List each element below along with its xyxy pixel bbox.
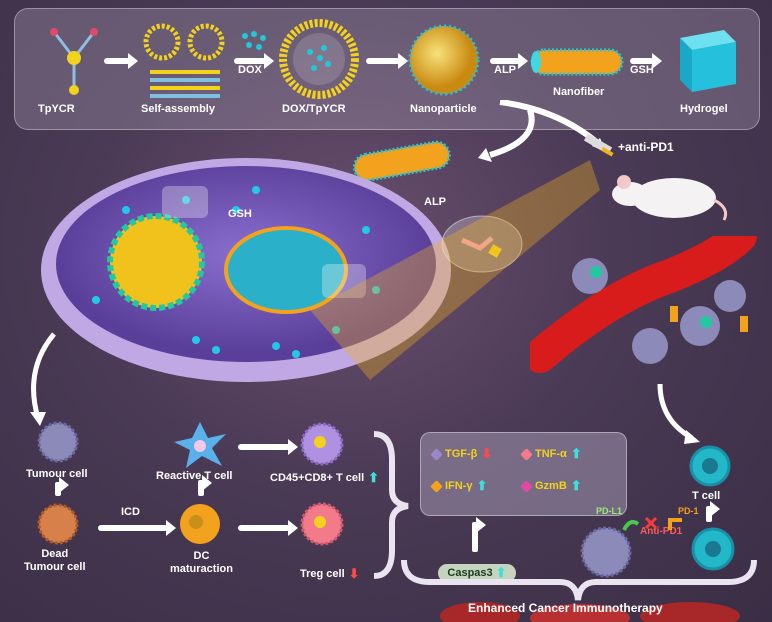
cd8-label: CD45+CD8+ T cell bbox=[270, 472, 365, 484]
gsh-arrow-label: GSH bbox=[630, 64, 654, 76]
gsh-cell-label: GSH bbox=[228, 208, 252, 220]
tumour-cell-label: Tumour cell bbox=[26, 468, 88, 480]
tnf-a-item: TNF-α ⬆ bbox=[520, 446, 582, 462]
arrow-to-cd8 bbox=[238, 439, 298, 455]
cd8-up-arrow-icon: ⬆ bbox=[368, 470, 380, 485]
ifn-g-label: IFN-γ bbox=[445, 480, 473, 492]
ifn-g-up-icon: ⬆ bbox=[476, 478, 488, 493]
pd-l1-label: PD-L1 bbox=[596, 506, 623, 516]
treg-label: Treg cell bbox=[300, 568, 345, 580]
alp-enzyme-bubble bbox=[441, 215, 523, 273]
synthesis-panel bbox=[14, 8, 760, 130]
reactive-t-cell-label: Reactive T cell bbox=[156, 470, 233, 482]
cytokine-panel bbox=[420, 432, 627, 516]
arrow-down-small bbox=[55, 477, 69, 496]
icd-label: ICD bbox=[121, 506, 140, 518]
arrow-to-caspase bbox=[472, 517, 486, 552]
arrow-2 bbox=[234, 53, 274, 69]
alp-cell-label: ALP bbox=[424, 196, 446, 208]
caspase-box: Caspas3 ⬆ bbox=[438, 564, 516, 582]
nanofiber-label: Nanofiber bbox=[553, 86, 605, 98]
syringe-icon bbox=[583, 133, 614, 157]
dox-tpycr-vesicle bbox=[279, 19, 359, 99]
cd8-t-cell-icon bbox=[300, 422, 344, 466]
pd-1-binding-icon bbox=[622, 516, 682, 531]
vessel-down-arrow bbox=[657, 383, 700, 444]
self-assembly-label: Self-assembly bbox=[141, 103, 215, 115]
arrow-4 bbox=[490, 53, 528, 69]
mouse-graphic bbox=[612, 175, 728, 221]
arrow-up-small bbox=[198, 475, 212, 496]
gzmb-item: GzmB ⬆ bbox=[520, 478, 582, 494]
anti-pd1-label: Anti-PD1 bbox=[640, 526, 683, 537]
cell-down-arrow bbox=[30, 332, 56, 426]
ifn-g-icon bbox=[430, 479, 443, 493]
arrow-3 bbox=[366, 53, 408, 69]
tumour-cell-illustration bbox=[41, 158, 451, 382]
arrow-1 bbox=[104, 53, 138, 69]
icd-arrow bbox=[98, 520, 176, 536]
nanofiber-cell-graphic bbox=[352, 140, 451, 182]
tumour-cell-icon bbox=[37, 421, 79, 463]
tgf-b-icon bbox=[430, 447, 443, 461]
caspase-label: Caspas3 bbox=[447, 567, 493, 579]
reactive-t-cell-icon bbox=[174, 422, 226, 468]
pd-1-t-cell-icon bbox=[691, 527, 735, 571]
tgf-b-down-icon: ⬇ bbox=[481, 446, 493, 461]
dox-arrow-label: DOX bbox=[238, 64, 262, 76]
tpycr-molecule-icon bbox=[50, 28, 98, 95]
anti-pd1-inject-label: +anti-PD1 bbox=[618, 140, 674, 154]
dc-maturation-label: DC maturaction bbox=[170, 550, 233, 575]
tnf-a-icon bbox=[520, 447, 533, 461]
tgf-b-label: TGF-β bbox=[445, 448, 478, 460]
dead-tumour-cell-label: Dead Tumour cell bbox=[24, 548, 86, 573]
caspase-up-icon: ⬆ bbox=[495, 565, 507, 580]
tnf-a-label: TNF-α bbox=[535, 448, 567, 460]
dox-dots bbox=[242, 31, 266, 50]
arrow-5 bbox=[630, 53, 662, 69]
t-cell-icon bbox=[689, 445, 731, 487]
treg-cell-icon bbox=[300, 502, 344, 546]
nanofiber-graphic bbox=[530, 48, 624, 76]
treg-item: Treg cell ⬇ bbox=[300, 566, 360, 582]
dc-cell-icon bbox=[180, 504, 220, 544]
brace-graphic bbox=[373, 431, 409, 579]
tpycr-label: TpYCR bbox=[38, 103, 75, 115]
gzmb-label: GzmB bbox=[535, 480, 567, 492]
arrow-to-treg bbox=[238, 520, 298, 536]
pd-1-label: PD-1 bbox=[678, 506, 699, 516]
tnf-a-up-icon: ⬆ bbox=[570, 446, 582, 461]
gzmb-up-icon: ⬆ bbox=[570, 478, 582, 493]
footer-cells bbox=[440, 602, 740, 622]
bottom-brace bbox=[401, 559, 757, 601]
dead-tumour-cell-icon bbox=[37, 503, 79, 545]
arrow-t-cell-down bbox=[706, 501, 720, 522]
cd8-item: CD45+CD8+ T cell ⬆ bbox=[270, 470, 379, 486]
hydrogel-label: Hydrogel bbox=[680, 103, 728, 115]
tgf-b-item: TGF-β ⬇ bbox=[430, 446, 493, 462]
gzmb-icon bbox=[520, 479, 533, 493]
treg-down-arrow-icon: ⬇ bbox=[348, 566, 360, 581]
t-cell-label: T cell bbox=[692, 490, 721, 502]
nanoparticle-label: Nanoparticle bbox=[410, 103, 477, 115]
tumour-vessel-graphic bbox=[530, 236, 757, 373]
light-beam bbox=[310, 160, 600, 380]
ifn-g-item: IFN-γ ⬆ bbox=[430, 478, 488, 494]
alp-arrow-label: ALP bbox=[494, 64, 516, 76]
dox-tpycr-label: DOX/TpYCR bbox=[282, 103, 346, 115]
footer-label: Enhanced Cancer Immunotherapy bbox=[468, 601, 663, 615]
pd-l1-tumour-icon bbox=[580, 526, 632, 578]
nanoparticle-graphic bbox=[408, 24, 480, 96]
hydrogel-cube bbox=[680, 30, 736, 92]
self-assembly-graphic bbox=[143, 23, 225, 98]
